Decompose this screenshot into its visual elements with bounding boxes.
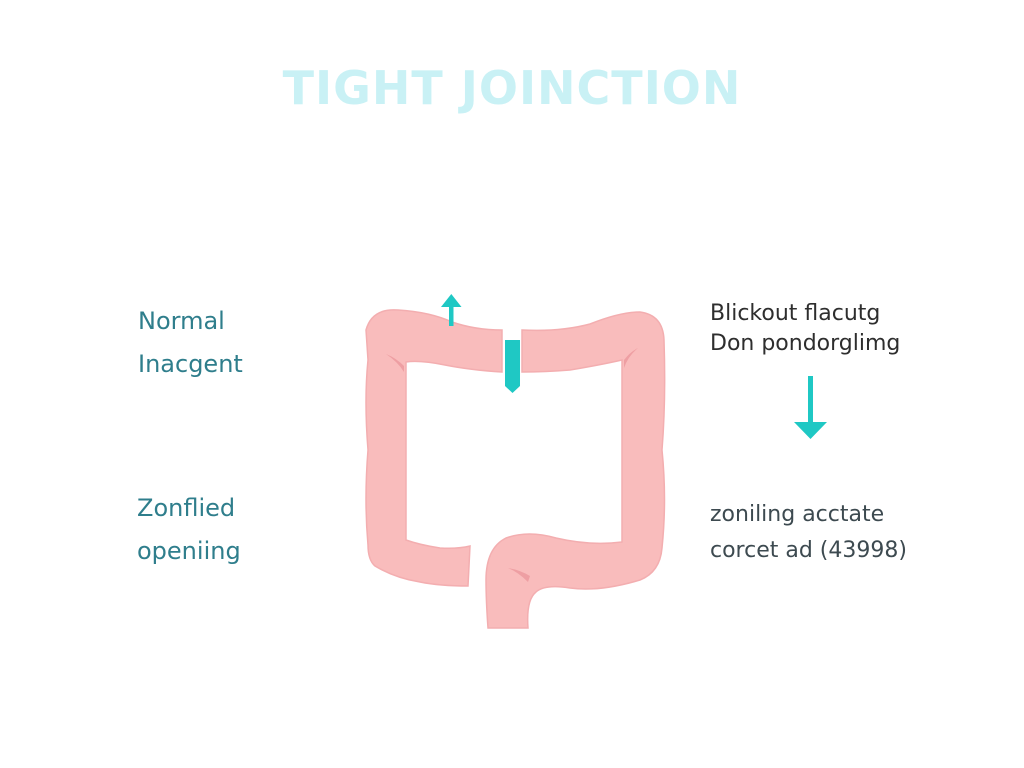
label-line: Don pondorglimg	[710, 331, 901, 356]
label-line: Zonflied	[137, 494, 236, 522]
label-blockout: Blickout flacutg Don pondorglimg	[710, 299, 900, 359]
label-zonulin-acetate: zoniling acctate corcet ad (43998)	[710, 497, 907, 569]
arrow-down-icon	[794, 376, 827, 439]
label-normal-state: Normal Inacgent	[138, 300, 243, 386]
large-intestine-illustration	[365, 309, 666, 629]
arrow-up-icon	[441, 294, 462, 326]
label-line: zoniling acctate	[710, 502, 885, 527]
label-line: corcet ad (43998)	[710, 538, 907, 563]
diagram-title: TIGHT JOINCTION	[282, 61, 742, 115]
tight-junction-plug-icon	[505, 340, 520, 393]
label-zonulin-opening: Zonflied openiing	[137, 487, 241, 573]
label-line: Inacgent	[138, 350, 243, 378]
label-line: Blickout flacutg	[710, 301, 881, 326]
label-line: Normal	[138, 307, 225, 335]
label-line: openiing	[137, 537, 241, 565]
